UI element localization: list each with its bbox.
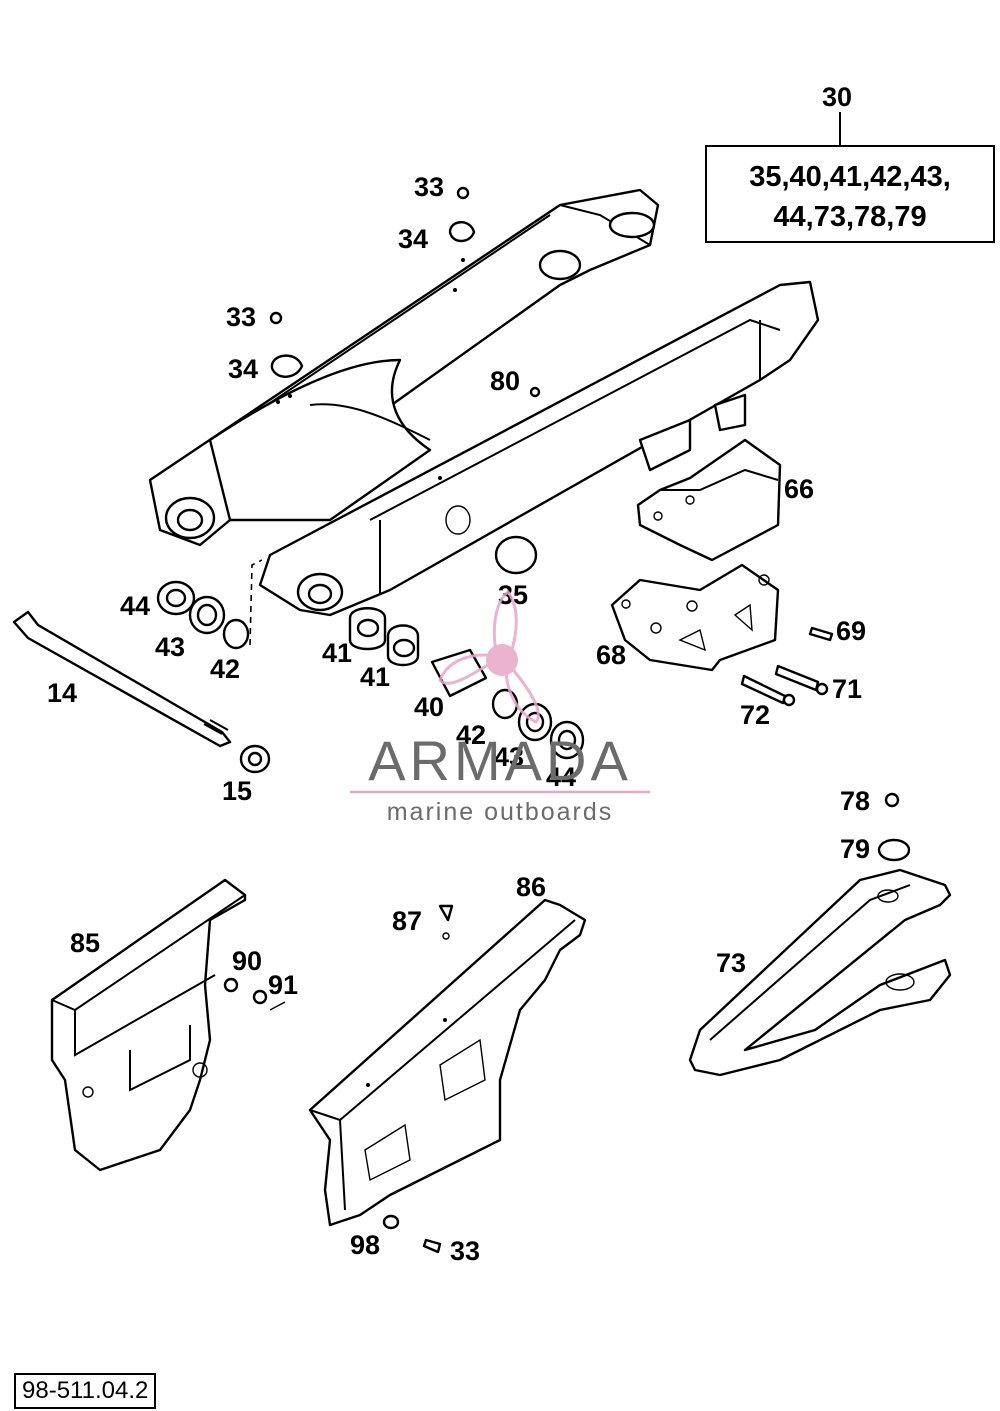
callout-label: 33 <box>226 302 256 332</box>
callout-label: 44 <box>546 762 576 792</box>
callout-label: 87 <box>392 906 422 936</box>
armada-watermark: ARMADA marine outboards <box>350 589 650 826</box>
callout-label: 41 <box>360 662 390 692</box>
callout-label: 44 <box>120 591 150 621</box>
callout-label: 42 <box>210 654 240 684</box>
watermark-brand: ARMADA <box>368 729 632 792</box>
callout-label: 86 <box>516 872 546 902</box>
callout-label: 66 <box>784 474 814 504</box>
kit-contents-line-2: 44,73,78,79 <box>773 201 926 233</box>
pivot-bearings-center <box>348 535 585 760</box>
callout-label: 34 <box>228 354 258 384</box>
callout-label: 69 <box>836 616 866 646</box>
kit-contents-box: 35,40,41,42,43, 44,73,78,79 <box>705 112 995 243</box>
pivot-bolt-part <box>12 610 271 774</box>
chain-guard-part <box>50 878 286 1172</box>
callout-label: 98 <box>350 1230 380 1260</box>
callout-label: 41 <box>322 638 352 668</box>
chain-slider-part <box>688 792 952 1077</box>
callout-label: 72 <box>740 700 770 730</box>
callout-label: 43 <box>494 742 524 772</box>
propeller-logo-icon <box>438 589 540 724</box>
callout-label: 33 <box>450 1236 480 1266</box>
callout-label: 85 <box>70 928 100 958</box>
callout-label: 80 <box>490 366 520 396</box>
callout-label: 42 <box>456 720 486 750</box>
pivot-bearings-left <box>156 559 263 650</box>
callout-label: 34 <box>398 224 428 254</box>
callout-label: 15 <box>222 776 252 806</box>
callout-label: 43 <box>155 632 185 662</box>
callout-label: 90 <box>232 946 262 976</box>
callout-label: 73 <box>716 948 746 978</box>
callout-label: 14 <box>47 678 77 708</box>
callout-label: 33 <box>414 172 444 202</box>
kit-contents-line-1: 35,40,41,42,43, <box>749 161 951 193</box>
callout-label: 71 <box>832 674 862 704</box>
callout-label: 78 <box>840 786 870 816</box>
clamp-screws <box>269 186 541 398</box>
swingarm-part <box>148 188 820 617</box>
watermark-tagline: marine outboards <box>387 798 614 826</box>
callout-label: 68 <box>596 640 626 670</box>
chain-guide-parts <box>610 438 834 707</box>
chain-guide-bracket-part <box>308 898 587 1254</box>
callout-label: 79 <box>840 834 870 864</box>
callout-label: 91 <box>268 970 298 1000</box>
callout-label: 40 <box>414 692 444 722</box>
drawing-reference-code: 98-511.04.2 <box>14 1373 157 1409</box>
kit-number-callout: 30 <box>822 82 852 112</box>
